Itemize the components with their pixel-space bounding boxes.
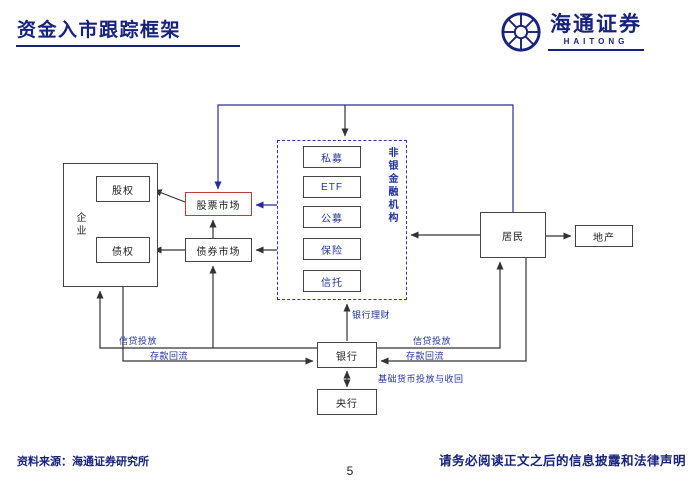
flow-label-credit-left: 信贷投放 (119, 336, 158, 346)
nonbank-item-insurance: 保险 (303, 238, 361, 260)
nonbank-item-private-fund: 私募 (303, 146, 361, 168)
residents-box: 居民 (480, 212, 546, 258)
source-note: 资料来源：海通证券研究所 (17, 456, 149, 468)
nonbank-group-box (277, 140, 407, 300)
flow-label-deposit-left: 存款回流 (150, 351, 189, 361)
nonbank-item-etf: ETF (303, 176, 361, 198)
nonbank-group-label: 非银金融机构 (386, 147, 397, 225)
nonbank-item-mutual-fund: 公募 (303, 206, 361, 228)
page-title: 资金入市跟踪框架 (17, 20, 182, 41)
bond-market-box: 债券市场 (185, 238, 252, 262)
arrow-stock-market-to-equity (153, 189, 186, 203)
flow-label-bank-wealth: 银行理财 (352, 310, 391, 320)
logo-text-block: 海通证券 HAITONG (548, 11, 644, 52)
haitong-wheel-icon (501, 12, 541, 52)
nonbank-item-trust: 信托 (303, 270, 361, 292)
flow-label-base-money: 基础货币投放与收回 (378, 374, 464, 384)
equity-box: 股权 (96, 176, 150, 202)
title-underline (16, 45, 240, 47)
flow-label-credit-right: 信贷投放 (413, 336, 452, 346)
logo-name: 海通证券 (550, 11, 642, 36)
page-number: 5 (346, 464, 354, 478)
central-bank-box: 央行 (317, 389, 377, 415)
stock-market-box: 股票市场 (185, 192, 252, 216)
logo-subtitle: HAITONG (563, 37, 629, 47)
haitong-logo: 海通证券 HAITONG (500, 11, 644, 53)
enterprise-label: 企业 (74, 212, 85, 238)
debt-box: 债权 (96, 237, 150, 263)
disclaimer-note: 请务必阅读正文之后的信息披露和法律声明 (438, 454, 686, 468)
real-estate-box: 地产 (575, 225, 633, 247)
bank-box: 银行 (317, 342, 377, 368)
flow-label-deposit-right: 存款回流 (406, 351, 445, 361)
